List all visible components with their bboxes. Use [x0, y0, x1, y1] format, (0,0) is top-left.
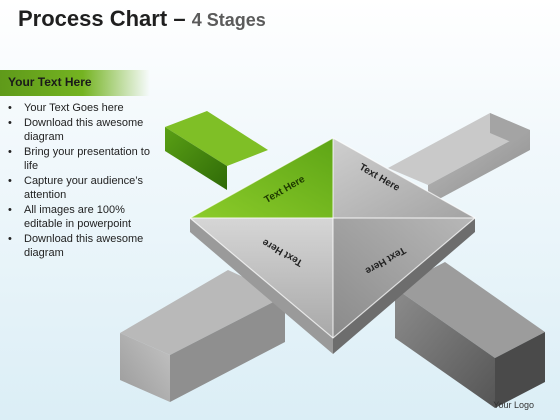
title-main: Process Chart — [18, 6, 168, 31]
bullet-item: Your Text Goes here — [6, 101, 156, 116]
title-subtitle: 4 Stages — [191, 10, 266, 30]
side-heading-bar: Your Text Here — [0, 70, 150, 96]
side-heading: Your Text Here — [8, 75, 92, 89]
bullet-item: Download this awesome diagram — [6, 116, 156, 145]
bullet-item: All images are 100% editable in powerpoi… — [6, 203, 156, 232]
page-title: Process Chart – 4 Stages — [18, 6, 266, 32]
bullet-item: Capture your audience’s attention — [6, 174, 156, 203]
center-pyramid: Text Here Text Here Text Here Text Here — [189, 137, 477, 354]
arm-upper-left — [165, 111, 268, 190]
arm-lower-right — [395, 262, 545, 408]
bullet-list: Your Text Goes here Download this awesom… — [6, 101, 156, 261]
footer-logo: Your Logo — [493, 400, 534, 410]
bullet-item: Download this awesome diagram — [6, 232, 156, 261]
title-dash: – — [173, 6, 186, 31]
arm-upper-right — [388, 113, 530, 205]
bullet-item: Bring your presentation to life — [6, 145, 156, 174]
arm-lower-left — [120, 270, 285, 402]
